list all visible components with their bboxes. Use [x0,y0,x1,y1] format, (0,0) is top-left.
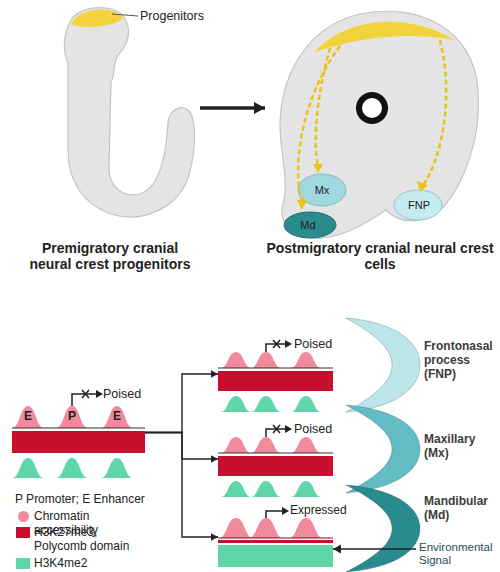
arrow-connector [145,433,218,541]
element-letter: E [111,410,123,424]
crescent-outline [346,405,420,493]
crescent-shape [340,405,495,493]
crescent-shape [340,318,495,412]
legend-swatch [16,527,30,538]
region-name: Frontonasal process (FNP) [424,340,496,381]
callout-label: Progenitors [140,9,212,23]
state-label: Poised [294,422,338,436]
legend-swatch [18,511,29,522]
arrow-connector [200,102,265,114]
arrow-connector [333,545,416,554]
region-name: Mandibular (Md) [424,495,496,523]
arrow-head [211,533,218,541]
arrow-connector [145,433,218,463]
connector-line [145,433,218,538]
arrow-head [211,455,218,463]
leader-line [112,14,138,16]
edge-label: Environmental Signal [419,541,499,567]
state-label: Poised [103,387,147,401]
legend-note: P Promoter; E Enhancer [15,493,205,507]
state-label: Poised [294,337,338,351]
crescent-region: Mandibular (Md) [340,485,495,572]
crescent-region: Maxillary (Mx) [340,405,495,493]
embryo-illustration: ProgenitorsPremigratory cranial neural c… [20,0,200,290]
crescent-region: Frontonasal process (FNP) [340,318,495,412]
stage-caption: Premigratory cranial neural crest progen… [20,240,200,272]
connector-line [145,433,218,460]
arrow-connector [145,370,218,432]
legend-text: H3K27me3, Polycomb domain [34,526,138,554]
migration-arrows [298,40,446,202]
arrow-head [333,545,341,554]
region-label: FNP [404,199,434,212]
connector-line [200,106,265,110]
chromatin-schematic: Expressed [218,502,333,572]
connector-line [333,548,416,550]
state-label: Expressed [290,504,352,518]
chromatin-schematic: Poised [218,415,333,503]
embryo-head [280,11,479,238]
neural-crest-origin [315,22,455,52]
region-label: Mx [309,184,335,197]
arrow-head [211,370,218,378]
region-label: Md [295,219,321,232]
legend-text: H3K4me2 [34,557,138,571]
embryo-body [64,8,194,217]
stage-caption: Postmigratory cranial neural crest cells [265,240,495,272]
eye [359,95,385,121]
element-letter: P [66,410,78,424]
crescent-outline [346,318,420,412]
chromatin-schematic: Poised [15,383,145,482]
mandibular-region [284,212,336,238]
embryo-head-illustration: MxMd FNP Postmigratory cranial neural cres… [265,0,495,290]
chromatin-schematic: Poised [218,330,333,418]
frontonasal-region [394,190,442,220]
chromatin-track [12,390,145,478]
arrow-head [254,102,265,114]
progenitor-region [71,9,123,26]
legend-swatch [16,558,30,569]
region-name: Maxillary (Mx) [424,433,496,461]
element-letter: E [22,410,34,424]
crescent-outline [346,485,420,572]
connector-line [145,374,218,433]
